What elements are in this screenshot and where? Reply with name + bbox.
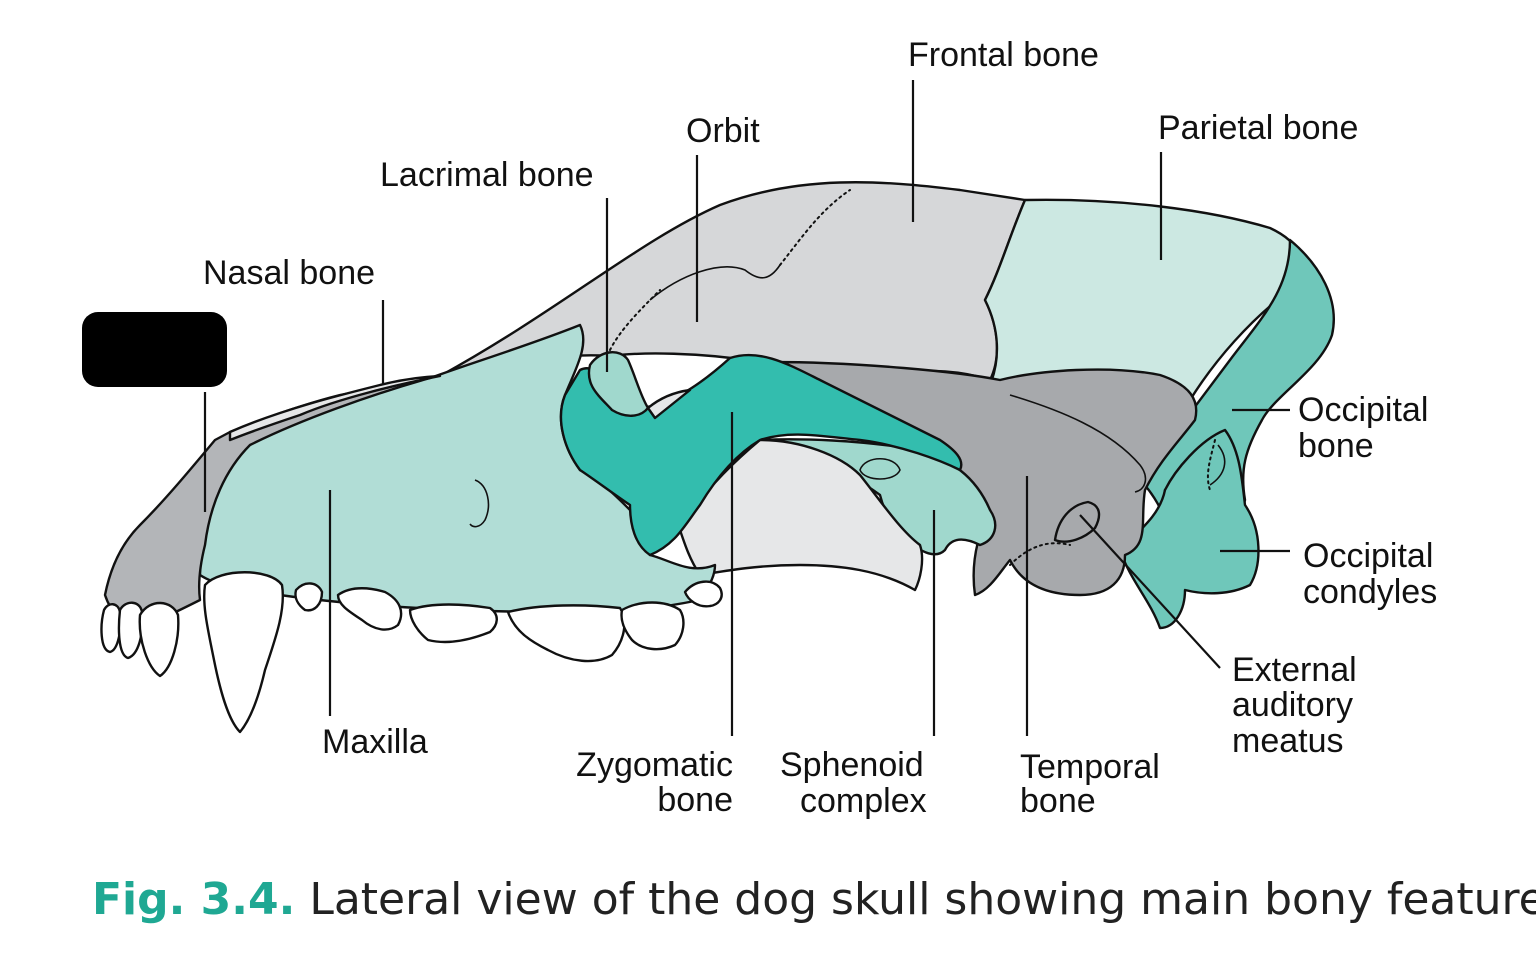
label-temporal-line2: bone	[1020, 782, 1096, 820]
canine-tooth	[203, 571, 284, 734]
label-sphenoid-line2: complex	[800, 782, 927, 820]
label-occipital-condyles-line1: Occipital	[1303, 537, 1433, 575]
incisor-3	[138, 601, 180, 678]
label-sphenoid-line1: Sphenoid	[780, 746, 924, 784]
nasal-bone	[228, 374, 442, 442]
label-parietal-bone: Parietal bone	[1158, 109, 1358, 147]
occipital-detail-line	[1209, 444, 1226, 486]
label-zygomatic-line1: Zygomatic	[576, 746, 733, 784]
skull-bones	[103, 181, 1335, 630]
parietal-bone	[983, 198, 1302, 402]
figure-number: Fig. 3.4.	[92, 874, 296, 925]
label-lacrimal-bone: Lacrimal bone	[380, 156, 594, 194]
figure-caption-text: Lateral view of the dog skull showing ma…	[309, 874, 1536, 925]
occipital-dotted-line	[1206, 439, 1216, 491]
label-occipital-bone-line1: Occipital	[1298, 391, 1428, 429]
frontal-dotted-line	[779, 189, 851, 266]
frontal-suture-line	[649, 264, 781, 301]
orbit-floor-notch	[646, 388, 692, 420]
label-maxilla: Maxilla	[322, 723, 428, 761]
label-occipital-bone-line2: bone	[1298, 427, 1374, 465]
temporal-dotted-line	[1009, 542, 1071, 566]
premolar-2	[336, 587, 403, 631]
label-zygomatic-line2: bone	[657, 781, 733, 819]
incisor-1	[100, 603, 122, 654]
external-auditory-meatus	[1053, 500, 1101, 543]
premolar-3	[408, 603, 498, 644]
orbit-dotted-line	[609, 289, 661, 351]
molar-2	[683, 580, 723, 608]
label-orbit: Orbit	[686, 112, 760, 150]
label-nasal-bone: Nasal bone	[203, 254, 375, 292]
premaxilla	[103, 376, 432, 627]
leader-lines	[203, 80, 1290, 736]
carnassial-tooth	[506, 604, 626, 663]
premolar-1	[294, 582, 324, 612]
labels: Frontal bone Orbit Parietal bone Lacrima…	[203, 36, 1437, 820]
maxilla-foramen-line	[469, 479, 490, 528]
temporal-ridge-line	[1009, 394, 1147, 493]
label-occipital-condyles-line2: condyles	[1303, 573, 1437, 611]
label-auditory-line2: auditory	[1232, 686, 1353, 724]
label-temporal-line1: Temporal	[1020, 748, 1160, 786]
redacted-label-box	[82, 312, 227, 387]
label-frontal-bone: Frontal bone	[908, 36, 1099, 74]
sphenoid-foramen	[859, 457, 901, 480]
leader-auditory	[1079, 514, 1221, 669]
figure-caption: Fig. 3.4. Lateral view of the dog skull s…	[92, 874, 1536, 925]
teeth	[100, 571, 723, 734]
label-auditory-line3: meatus	[1232, 722, 1344, 760]
molar-1	[620, 601, 685, 651]
label-auditory-line1: External	[1232, 651, 1357, 689]
incisor-2	[117, 601, 144, 660]
